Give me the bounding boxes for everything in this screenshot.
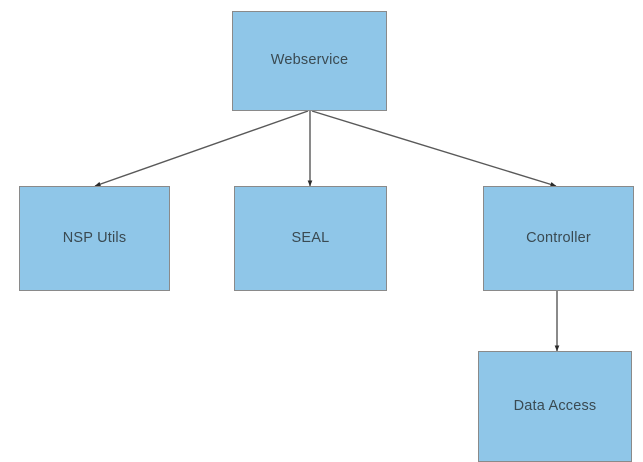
edge-webservice-to-controller bbox=[311, 110, 557, 187]
node-nsp-utils[interactable]: NSP Utils bbox=[19, 186, 170, 291]
node-label-seal: SEAL bbox=[291, 229, 330, 246]
node-label-controller: Controller bbox=[526, 229, 591, 246]
node-seal[interactable]: SEAL bbox=[234, 186, 387, 291]
node-label-data-access: Data Access bbox=[513, 397, 597, 414]
node-webservice[interactable]: Webservice bbox=[232, 11, 387, 111]
edge-webservice-to-nsp-utils bbox=[94, 110, 309, 187]
node-controller[interactable]: Controller bbox=[483, 186, 634, 291]
node-label-nsp-utils: NSP Utils bbox=[62, 229, 127, 246]
node-data-access[interactable]: Data Access bbox=[478, 351, 632, 462]
node-label-webservice: Webservice bbox=[270, 52, 349, 69]
